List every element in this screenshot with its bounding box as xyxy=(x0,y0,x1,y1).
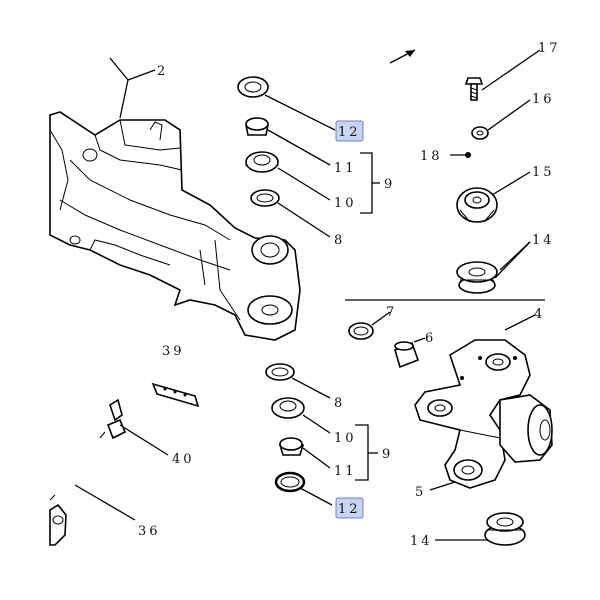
callout-9-top: 9 xyxy=(384,177,395,192)
spring-part-14-bottom xyxy=(484,512,526,546)
callout-12-bottom[interactable]: 12 xyxy=(338,502,361,517)
cap-part-15 xyxy=(456,187,498,223)
callout-14-bottom: 14 xyxy=(410,534,433,549)
callout-40: 40 xyxy=(172,452,195,467)
callout-16: 16 xyxy=(532,92,555,107)
steering-knuckle xyxy=(414,339,553,489)
arrow-indicator xyxy=(389,49,416,64)
bolt-part-17 xyxy=(464,77,484,101)
callout-8-top: 8 xyxy=(334,233,345,248)
seal-ring-12-bottom xyxy=(274,471,306,493)
grease-fitting-40 xyxy=(99,398,127,440)
callout-10-top: 10 xyxy=(334,196,357,211)
callout-14-top: 14 xyxy=(532,233,555,248)
bushing-11-top xyxy=(245,117,269,136)
callout-5: 5 xyxy=(415,485,426,500)
axle-housing xyxy=(49,111,301,341)
highlight-box-12-bottom[interactable] xyxy=(335,497,364,519)
callout-6: 6 xyxy=(425,331,436,346)
callout-11-bottom: 11 xyxy=(334,464,357,479)
callout-17: 17 xyxy=(538,41,561,56)
callout-8-bottom: 8 xyxy=(334,396,345,411)
bushing-11-bottom xyxy=(278,437,305,456)
callout-4: 4 xyxy=(534,307,545,322)
highlight-box-12-top[interactable] xyxy=(335,120,364,142)
washer-part-16 xyxy=(471,126,489,140)
seal-ring-12-top xyxy=(237,76,269,98)
callout-7: 7 xyxy=(386,305,397,320)
pin-part-18 xyxy=(450,152,471,158)
callout-10-bottom: 10 xyxy=(334,431,357,446)
bushing-7 xyxy=(348,322,374,340)
callout-15: 15 xyxy=(532,165,555,180)
callout-9-bottom: 9 xyxy=(382,447,393,462)
washer-8-bottom xyxy=(265,363,295,381)
washer-8-top xyxy=(250,189,280,207)
callout-18: 18 xyxy=(420,149,443,164)
callout-11-top: 11 xyxy=(334,161,357,176)
callout-2: 2 xyxy=(157,64,168,79)
clip-part-39 xyxy=(151,382,200,408)
bushing-6 xyxy=(394,341,420,369)
callout-12-top[interactable]: 12 xyxy=(338,125,361,140)
spring-part-14-top xyxy=(456,261,498,294)
leader-lines xyxy=(74,49,545,541)
bearing-10-bottom xyxy=(271,397,305,419)
callout-39: 39 xyxy=(162,344,185,359)
callout-36: 36 xyxy=(138,524,161,539)
ball-joint-36 xyxy=(49,494,67,546)
bearing-10-top xyxy=(245,151,279,173)
